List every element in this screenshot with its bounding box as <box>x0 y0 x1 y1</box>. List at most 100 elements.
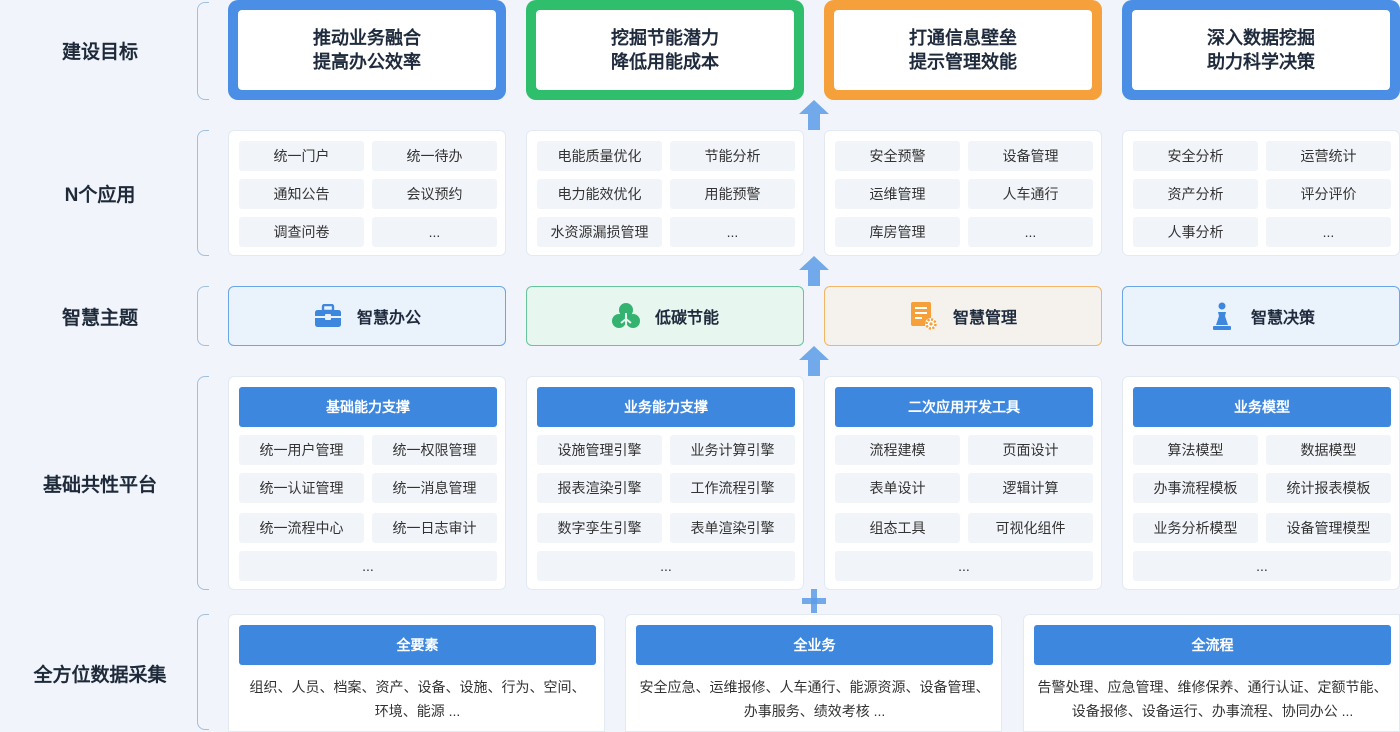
goal-card: 深入数据挖掘助力科学决策 <box>1122 0 1400 100</box>
app-item[interactable]: 库房管理 <box>835 217 960 247</box>
platform-panel: 业务能力支撑 设施管理引擎 业务计算引擎 报表渲染引擎 工作流程引擎 数字孪生引… <box>526 376 804 590</box>
row-bracket <box>197 2 209 100</box>
theme-label: 智慧决策 <box>1250 310 1315 327</box>
goal-card: 推动业务融合提高办公效率 <box>228 0 506 100</box>
app-item-more[interactable]: ... <box>968 217 1093 247</box>
app-item[interactable]: 节能分析 <box>670 141 795 171</box>
platform-panel: 二次应用开发工具 流程建模 页面设计 表单设计 逻辑计算 组态工具 可视化组件 … <box>824 376 1102 590</box>
theme-label: 智慧管理 <box>952 310 1017 327</box>
app-item-more[interactable]: ... <box>372 217 497 247</box>
app-item[interactable]: 安全分析 <box>1133 141 1258 171</box>
app-item[interactable]: 水资源漏损管理 <box>537 217 662 247</box>
row-bracket <box>197 286 209 346</box>
platform-item[interactable]: 统一消息管理 <box>372 473 497 503</box>
platform-item[interactable]: 办事流程模板 <box>1133 473 1258 503</box>
row-label-goals: 建设目标 <box>61 41 138 63</box>
platform-item[interactable]: 业务计算引擎 <box>670 435 795 465</box>
up-arrow-icon <box>799 256 829 286</box>
platform-item[interactable]: 设施管理引擎 <box>537 435 662 465</box>
apps-panel: 安全预警 设备管理 运维管理 人车通行 库房管理 ... <box>824 130 1102 256</box>
data-description: 组织、人员、档案、资产、设备、设施、行为、空间、 环境、能源 ... <box>235 675 600 723</box>
platform-item[interactable]: 可视化组件 <box>968 513 1093 543</box>
platform-item[interactable]: 数据模型 <box>1266 435 1391 465</box>
platform-panel: 基础能力支撑 统一用户管理 统一权限管理 统一认证管理 统一消息管理 统一流程中… <box>228 376 506 590</box>
app-item[interactable]: 安全预警 <box>835 141 960 171</box>
apps-panel: 电能质量优化 节能分析 电力能效优化 用能预警 水资源漏损管理 ... <box>526 130 804 256</box>
platform-item-more[interactable]: ... <box>537 551 795 581</box>
goal-line: 提高办公效率 <box>313 52 421 72</box>
goal-line: 打通信息壁垒 <box>909 28 1017 48</box>
data-panel: 全流程 告警处理、应急管理、维修保养、通行认证、定额节能、 设备报修、设备运行、… <box>1023 614 1400 732</box>
platform-item[interactable]: 统一日志审计 <box>372 513 497 543</box>
platform-item[interactable]: 业务分析模型 <box>1133 513 1258 543</box>
theme-low-carbon[interactable]: 低碳节能 <box>526 286 804 346</box>
platform-item[interactable]: 统一用户管理 <box>239 435 364 465</box>
platform-item[interactable]: 统一权限管理 <box>372 435 497 465</box>
theme-smart-management[interactable]: 智慧管理 <box>824 286 1102 346</box>
platform-item[interactable]: 页面设计 <box>968 435 1093 465</box>
data-line: 环境、能源 ... <box>374 703 461 719</box>
platform-item[interactable]: 统一流程中心 <box>239 513 364 543</box>
goal-line: 助力科学决策 <box>1207 52 1315 72</box>
platform-item[interactable]: 算法模型 <box>1133 435 1258 465</box>
data-description: 安全应急、运维报修、人车通行、能源资源、设备管理、 办事服务、绩效考核 ... <box>632 675 997 723</box>
app-item-more[interactable]: ... <box>670 217 795 247</box>
app-item[interactable]: 设备管理 <box>968 141 1093 171</box>
row-label-apps: N个应用 <box>64 184 136 206</box>
app-item[interactable]: 运维管理 <box>835 179 960 209</box>
row-label-data: 全方位数据采集 <box>33 664 167 686</box>
platform-item-more[interactable]: ... <box>835 551 1093 581</box>
app-item[interactable]: 用能预警 <box>670 179 795 209</box>
data-line: 安全应急、运维报修、人车通行、能源资源、设备管理、 <box>639 679 990 695</box>
theme-smart-office[interactable]: 智慧办公 <box>228 286 506 346</box>
theme-label: 低碳节能 <box>654 310 719 327</box>
platform-item[interactable]: 表单设计 <box>835 473 960 503</box>
platform-item[interactable]: 组态工具 <box>835 513 960 543</box>
data-description: 告警处理、应急管理、维修保养、通行认证、定额节能、 设备报修、设备运行、办事流程… <box>1030 675 1395 723</box>
app-item[interactable]: 运营统计 <box>1266 141 1391 171</box>
up-arrow-icon <box>799 100 829 130</box>
goal-line: 挖掘节能潜力 <box>611 28 719 48</box>
platform-panel: 业务模型 算法模型 数据模型 办事流程模板 统计报表模板 业务分析模型 设备管理… <box>1122 376 1400 590</box>
plus-icon <box>802 589 826 613</box>
data-panel: 全要素 组织、人员、档案、资产、设备、设施、行为、空间、 环境、能源 ... <box>228 614 605 732</box>
platform-item[interactable]: 表单渲染引擎 <box>670 513 795 543</box>
leaf-cluster-icon <box>611 301 641 331</box>
data-line: 组织、人员、档案、资产、设备、设施、行为、空间、 <box>249 679 586 695</box>
app-item-more[interactable]: ... <box>1266 217 1391 247</box>
up-arrow-icon <box>799 346 829 376</box>
platform-item[interactable]: 统一认证管理 <box>239 473 364 503</box>
platform-item[interactable]: 工作流程引擎 <box>670 473 795 503</box>
app-item[interactable]: 电能质量优化 <box>537 141 662 171</box>
apps-panel: 安全分析 运营统计 资产分析 评分评价 人事分析 ... <box>1122 130 1400 256</box>
platform-item[interactable]: 统计报表模板 <box>1266 473 1391 503</box>
data-header: 全要素 <box>239 625 596 665</box>
data-header: 全业务 <box>636 625 993 665</box>
platform-header: 业务模型 <box>1133 387 1391 427</box>
app-item[interactable]: 评分评价 <box>1266 179 1391 209</box>
theme-smart-decision[interactable]: 智慧决策 <box>1122 286 1400 346</box>
platform-header: 二次应用开发工具 <box>835 387 1093 427</box>
platform-item-more[interactable]: ... <box>239 551 497 581</box>
app-item[interactable]: 通知公告 <box>239 179 364 209</box>
app-item[interactable]: 资产分析 <box>1133 179 1258 209</box>
platform-item[interactable]: 设备管理模型 <box>1266 513 1391 543</box>
theme-label: 智慧办公 <box>356 310 421 327</box>
app-item[interactable]: 人事分析 <box>1133 217 1258 247</box>
app-item[interactable]: 统一待办 <box>372 141 497 171</box>
goal-line: 深入数据挖掘 <box>1207 28 1315 48</box>
app-item[interactable]: 人车通行 <box>968 179 1093 209</box>
platform-item[interactable]: 流程建模 <box>835 435 960 465</box>
row-bracket <box>197 130 209 256</box>
platform-item-more[interactable]: ... <box>1133 551 1391 581</box>
platform-item[interactable]: 报表渲染引擎 <box>537 473 662 503</box>
app-item[interactable]: 调查问卷 <box>239 217 364 247</box>
app-item[interactable]: 统一门户 <box>239 141 364 171</box>
app-item[interactable]: 电力能效优化 <box>537 179 662 209</box>
data-line: 告警处理、应急管理、维修保养、通行认证、定额节能、 <box>1037 679 1388 695</box>
platform-item[interactable]: 逻辑计算 <box>968 473 1093 503</box>
platform-item[interactable]: 数字孪生引擎 <box>537 513 662 543</box>
row-label-platform: 基础共性平台 <box>42 474 157 496</box>
app-item[interactable]: 会议预约 <box>372 179 497 209</box>
goal-line: 推动业务融合 <box>313 28 421 48</box>
